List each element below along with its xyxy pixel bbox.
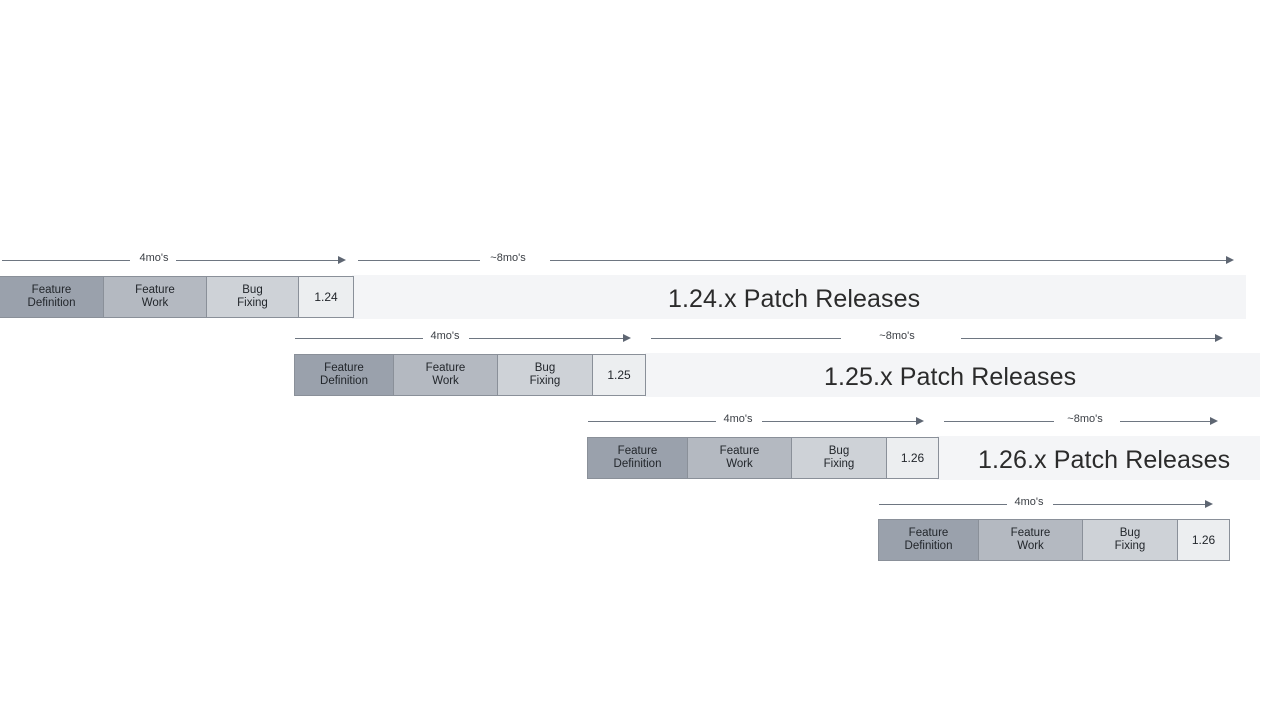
phase-label-line2: Definition (27, 297, 76, 309)
phase-feature-work-124: Feature Work (104, 277, 207, 317)
phase-label-line1: Feature (135, 284, 175, 296)
phase-label-line2: Definition (904, 540, 953, 552)
phase-label-line1: Feature (324, 362, 364, 374)
phase-strip-next: Feature Definition Feature Work Bug Fixi… (878, 519, 1230, 561)
patch-duration-measure-125: ~8mo's (649, 330, 1249, 346)
phase-label-line1: Bug (1119, 527, 1141, 539)
version-box-125: 1.25 (593, 355, 645, 395)
patch-release-bar-125 (645, 353, 1260, 397)
phase-label-line2: Fixing (1114, 540, 1146, 552)
phase-label-line2: Work (726, 458, 753, 470)
phase-feature-definition-124: Feature Definition (0, 277, 104, 317)
phase-feature-work-125: Feature Work (394, 355, 498, 395)
phase-label-line2: Fixing (529, 375, 561, 387)
phase-feature-definition-126: Feature Definition (588, 438, 688, 478)
patch-duration-label-125: ~8mo's (879, 330, 915, 342)
phase-bug-fixing-125: Bug Fixing (498, 355, 593, 395)
phase-label-line1: Bug (242, 284, 263, 296)
dev-duration-measure-next: 4mo's (877, 496, 1229, 512)
phase-feature-work-next: Feature Work (979, 520, 1083, 560)
phase-bug-fixing-124: Bug Fixing (207, 277, 299, 317)
dev-duration-measure-126: 4mo's (586, 413, 938, 429)
dev-duration-label-125: 4mo's (430, 330, 460, 342)
phase-feature-work-126: Feature Work (688, 438, 792, 478)
dev-duration-label-124: 4mo's (139, 252, 169, 264)
phase-label-line2: Work (141, 297, 169, 309)
phase-strip-124: Feature Definition Feature Work Bug Fixi… (0, 276, 354, 318)
patch-duration-measure-124: ~8mo's (356, 252, 1246, 268)
phase-bug-fixing-next: Bug Fixing (1083, 520, 1178, 560)
phase-label-line2: Work (432, 375, 459, 387)
version-box-next: 1.26 (1178, 520, 1229, 560)
phase-label-line1: Feature (908, 527, 949, 539)
patch-release-label-126: 1.26.x Patch Releases (978, 446, 1231, 474)
phase-label-line1: Feature (425, 362, 466, 374)
phase-label-line2: Work (1017, 540, 1044, 552)
dev-duration-label-next: 4mo's (1014, 496, 1044, 508)
phase-strip-126: Feature Definition Feature Work Bug Fixi… (587, 437, 939, 479)
dev-duration-measure-124: 4mo's (0, 252, 352, 268)
phase-label-line2: Definition (320, 375, 368, 387)
dev-duration-measure-125: 4mo's (293, 330, 645, 346)
patch-duration-label-124: ~8mo's (490, 252, 526, 264)
phase-label-line1: Feature (31, 284, 72, 296)
phase-strip-125: Feature Definition Feature Work Bug Fixi… (294, 354, 646, 396)
patch-release-label-125: 1.25.x Patch Releases (824, 363, 1077, 391)
phase-label-line1: Bug (828, 445, 850, 457)
phase-label-line1: Feature (719, 445, 760, 457)
patch-release-bar-124 (352, 275, 1246, 319)
phase-label-line1: Feature (1010, 527, 1051, 539)
version-box-126: 1.26 (887, 438, 938, 478)
phase-bug-fixing-126: Bug Fixing (792, 438, 887, 478)
phase-label-line1: Bug (534, 362, 556, 374)
phase-label-line2: Fixing (823, 458, 855, 470)
patch-release-bar-126 (937, 436, 1260, 480)
phase-feature-definition-next: Feature Definition (879, 520, 979, 560)
phase-feature-definition-125: Feature Definition (295, 355, 394, 395)
dev-duration-label-126: 4mo's (723, 413, 753, 425)
version-box-124: 1.24 (299, 277, 353, 317)
phase-label-line2: Definition (613, 458, 662, 470)
phase-label-line1: Feature (617, 445, 658, 457)
phase-label-line2: Fixing (237, 297, 268, 309)
patch-release-label-124: 1.24.x Patch Releases (668, 285, 921, 313)
patch-duration-label-126: ~8mo's (1067, 413, 1103, 425)
patch-duration-measure-126: ~8mo's (942, 413, 1247, 429)
